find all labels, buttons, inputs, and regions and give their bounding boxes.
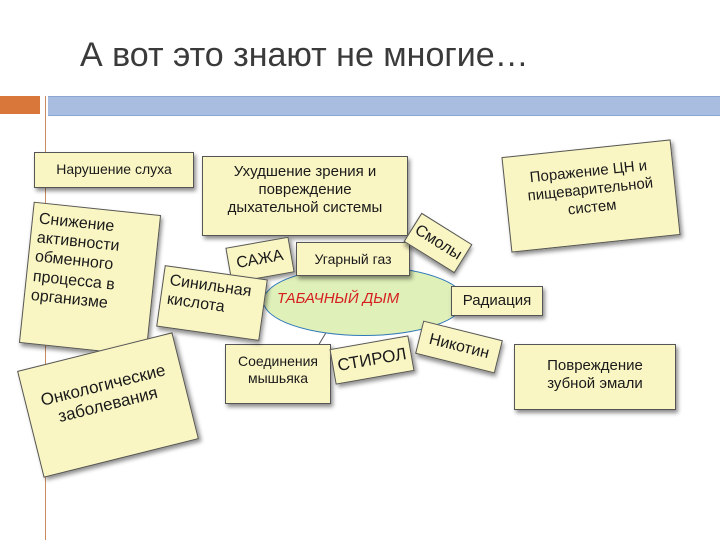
card-hearing-text: Нарушение слуха	[56, 161, 172, 177]
accent-bar	[48, 96, 720, 116]
accent-square	[0, 96, 40, 114]
card-metabolism: Снижение активности обменного процесса в…	[18, 201, 162, 357]
card-metabolism-text: Снижение активности обменного процесса в…	[30, 210, 121, 312]
card-vision: Ухудшение зрения и повреждение дыхательн…	[202, 156, 408, 236]
card-arsenic-text: Соединения мышьяка	[237, 353, 318, 386]
substance-hcn-text: Синильная кислота	[165, 271, 253, 316]
card-cns: Поражение ЦН и пищеварительной систем	[501, 139, 681, 253]
card-hearing: Нарушение слуха	[34, 152, 194, 188]
tobacco-smoke-label: ТАБАЧНЫЙ ДЫМ	[277, 290, 400, 307]
card-vision-text: Ухудшение зрения и повреждение дыхательн…	[227, 163, 383, 216]
substance-co: Угарный газ	[296, 242, 410, 276]
substance-co-text: Угарный газ	[314, 251, 392, 267]
card-enamel-text: Повреждение зубной эмали	[547, 357, 643, 392]
card-arsenic: Соединения мышьяка	[225, 344, 331, 404]
substance-soot-text: САЖА	[235, 247, 285, 272]
substance-radiation: Радиация	[451, 286, 543, 316]
card-oncology-text: Онкологические заболевания	[38, 360, 168, 427]
slide-title: А вот это знают не многие…	[80, 36, 529, 74]
substance-styrene-text: СТИРОЛ	[336, 344, 408, 375]
card-enamel: Повреждение зубной эмали	[514, 344, 676, 410]
card-cns-text: Поражение ЦН и пищеварительной систем	[526, 157, 654, 219]
substance-radiation-text: Радиация	[462, 292, 532, 309]
substance-nicotine-text: Никотин	[427, 330, 491, 363]
